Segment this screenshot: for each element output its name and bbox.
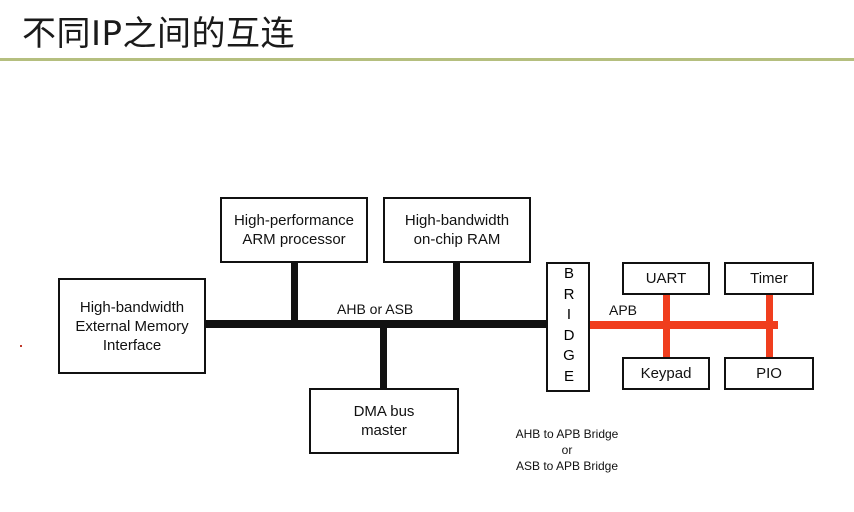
bridge-letter: I [566,306,572,323]
ram-line-2: on-chip RAM [413,231,501,248]
bridge-type-note: AHB to APB Bridge or ASB to APB Bridge [492,426,642,474]
apb-bus-label: APB [609,302,638,318]
title-divider [0,58,854,61]
apb-uart-keypad-stub [663,294,670,358]
dma-line-2: master [361,422,407,439]
keypad-box: Keypad [622,357,710,390]
bridge-letter: R [563,285,575,303]
arm-line-1: High-performance [233,212,355,229]
ram-bus-stub [453,262,460,322]
pio-box: PIO [724,357,814,390]
bridge-label: B R I D G E [548,264,590,387]
apb-bus-line [588,321,778,329]
bridge-note-line-1: AHB to APB Bridge [515,427,619,441]
stray-mark [20,345,22,347]
uart-box: UART [622,262,710,295]
dma-bus-master-box: DMA bus master [309,388,459,454]
timer-label: Timer [750,270,788,287]
arm-line-2: ARM processor [242,231,346,248]
ext-mem-line-1: High-bandwidth [79,298,185,316]
bridge-letter: B [563,265,574,282]
bridge-letter: E [563,367,574,385]
keypad-label: Keypad [640,365,692,382]
ram-line-1: High-bandwidth [404,212,510,229]
bridge-box [546,262,590,392]
bridge-letter: G [563,347,575,364]
arm-bus-stub [291,262,298,322]
timer-box: Timer [724,262,814,295]
onchip-ram-box: High-bandwidth on-chip RAM [383,197,531,263]
ext-mem-line-2: External Memory [75,317,189,335]
bridge-note-line-3: ASB to APB Bridge [515,459,619,473]
ahb-asb-bus-label: AHB or ASB [337,301,414,317]
apb-timer-pio-stub [766,294,773,358]
uart-label: UART [645,270,687,287]
bridge-letter: D [563,326,575,344]
pio-label: PIO [756,365,782,382]
ext-mem-line-3: Interface [102,336,162,354]
dma-line-1: DMA bus [353,403,415,420]
slide-title: 不同IP之间的互连 [22,14,296,54]
arm-processor-box: High-performance ARM processor [220,197,368,263]
ahb-bus-line [205,320,548,328]
external-memory-interface-box: High-bandwidth External Memory Interface [58,278,206,374]
bridge-note-line-2: or [561,443,573,457]
dma-bus-stub [380,326,387,390]
